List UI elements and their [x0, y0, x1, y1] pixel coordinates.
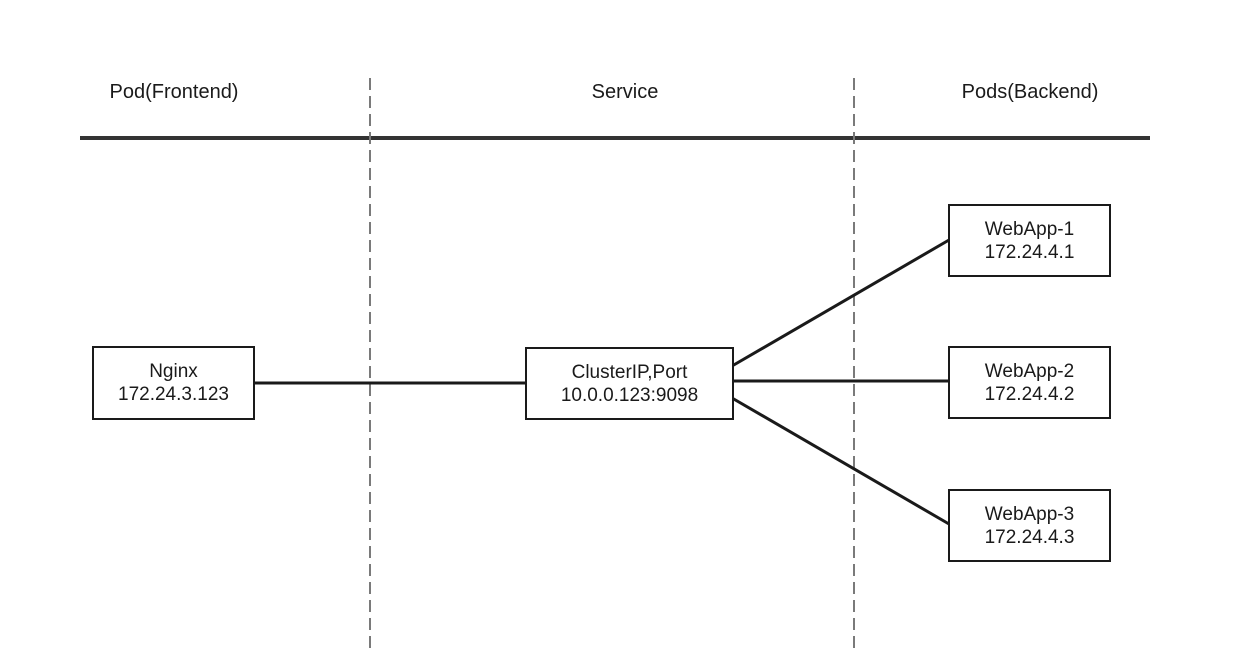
edge-service-to-webapp1 — [731, 238, 950, 368]
node-webapp-3: WebApp-3 172.24.4.3 — [948, 489, 1111, 562]
node-service-ip: 10.0.0.123:9098 — [560, 384, 699, 406]
node-webapp-1-ip: 172.24.4.1 — [984, 241, 1075, 263]
edge-service-to-webapp3 — [731, 396, 950, 526]
node-webapp-2-name: WebApp-2 — [984, 360, 1075, 382]
column-label-service: Service — [591, 81, 659, 103]
column-label-frontend: Pod(Frontend) — [109, 81, 239, 103]
node-webapp-3-name: WebApp-3 — [984, 503, 1075, 525]
node-webapp-1: WebApp-1 172.24.4.1 — [948, 204, 1111, 277]
node-nginx-ip: 172.24.3.123 — [118, 384, 229, 405]
node-nginx: Nginx 172.24.3.123 — [92, 346, 255, 420]
node-service: ClusterIP,Port 10.0.0.123:9098 — [525, 347, 734, 420]
node-webapp-3-ip: 172.24.4.3 — [984, 526, 1075, 548]
column-label-backend: Pods(Backend) — [961, 81, 1099, 103]
node-webapp-2: WebApp-2 172.24.4.2 — [948, 346, 1111, 419]
node-webapp-2-ip: 172.24.4.2 — [984, 383, 1075, 405]
node-nginx-name: Nginx — [149, 361, 198, 382]
node-service-name: ClusterIP,Port — [571, 361, 688, 383]
node-webapp-1-name: WebApp-1 — [984, 218, 1075, 240]
